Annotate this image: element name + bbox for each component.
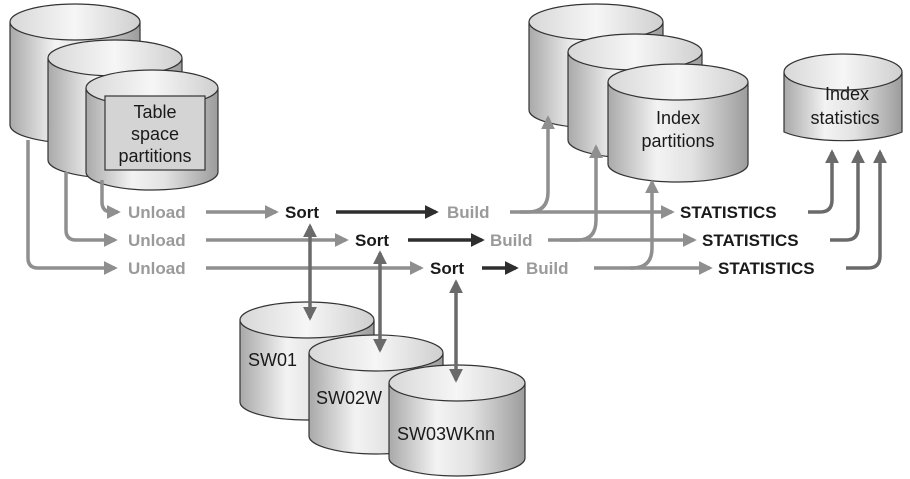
index-statistics-label-line2: statistics bbox=[810, 108, 879, 128]
sw03-label: SW03WKnn bbox=[397, 424, 495, 444]
index-partitions-label-line1: Index bbox=[656, 108, 700, 128]
statistics-label-1: STATISTICS bbox=[680, 203, 777, 222]
feed-line-2 bbox=[64, 172, 118, 247]
unload-label-1: Unload bbox=[128, 203, 186, 222]
unload-feed-lines bbox=[26, 140, 121, 275]
table-space-label-line1: Table bbox=[133, 102, 176, 122]
index-partition-cylinder-3: Index partitions bbox=[607, 63, 749, 183]
index-partitions-label-line2: partitions bbox=[641, 131, 714, 151]
sw01-label: SW01 bbox=[248, 350, 297, 370]
table-space-cylinder-3: Table space partitions bbox=[85, 69, 219, 191]
feed-line-3 bbox=[26, 140, 118, 275]
sort-workfile-arrows bbox=[303, 223, 463, 383]
sw02-label: SW02W bbox=[316, 388, 382, 408]
table-space-label-line2: space bbox=[131, 124, 179, 144]
build-label-3: Build bbox=[526, 259, 569, 278]
sw03-cylinder: SW03WKnn bbox=[388, 364, 526, 477]
sort-label-2: Sort bbox=[355, 231, 389, 250]
statistics-label-3: STATISTICS bbox=[718, 259, 815, 278]
build-to-statistics-arrows bbox=[520, 205, 713, 275]
feed-line-1 bbox=[100, 180, 121, 219]
index-statistics-label-line1: Index bbox=[825, 84, 869, 104]
build-label-2: Build bbox=[490, 231, 533, 250]
table-space-label-line3: partitions bbox=[118, 146, 191, 166]
sort-label-3: Sort bbox=[430, 259, 464, 278]
statistics-label-2: STATISTICS bbox=[702, 231, 799, 250]
index-statistics-cylinder: Index statistics bbox=[783, 53, 903, 142]
statistics-to-index-statistics-arrows bbox=[808, 149, 887, 270]
sort-to-build-arrows bbox=[336, 205, 519, 275]
unload-label-3: Unload bbox=[128, 259, 186, 278]
build-label-1: Build bbox=[447, 203, 490, 222]
unload-label-2: Unload bbox=[128, 231, 186, 250]
sort-label-1: Sort bbox=[285, 203, 319, 222]
